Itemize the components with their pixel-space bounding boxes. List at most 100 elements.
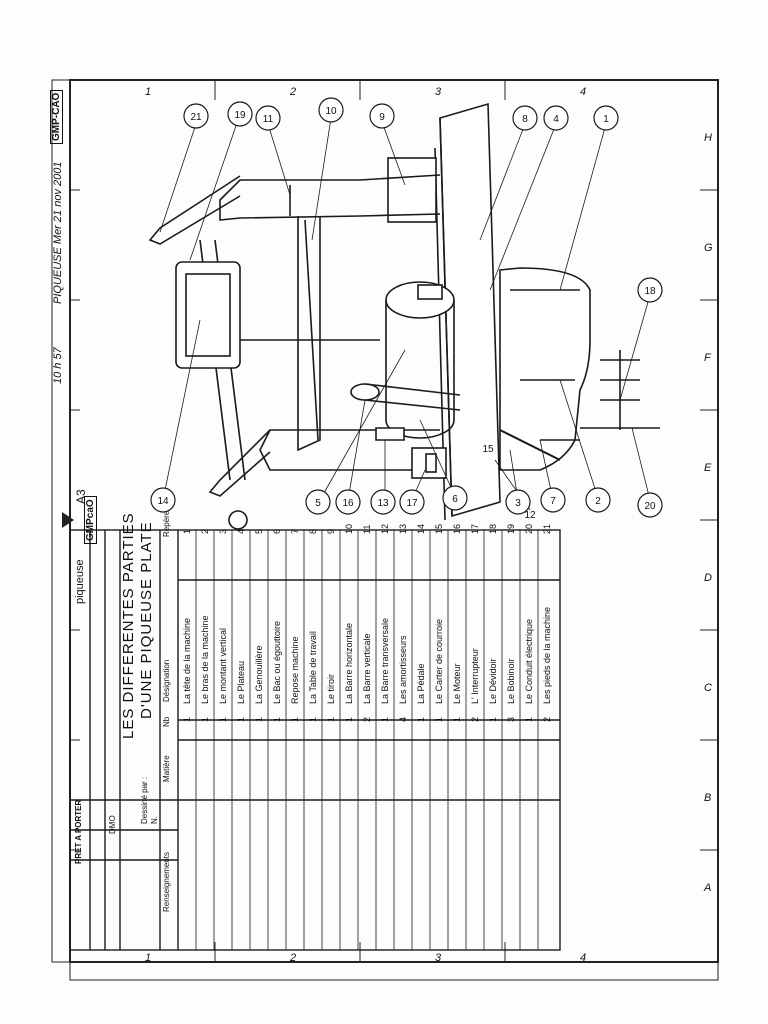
row-repere: 15: [434, 523, 444, 534]
row-nb: 1: [200, 716, 210, 722]
date-label: DMO: [108, 815, 117, 834]
row-nb: 1: [452, 716, 462, 722]
row-designation: Repose machine: [290, 636, 300, 704]
callout-4: [543, 105, 569, 131]
file-time: 10 h 57: [52, 347, 64, 384]
row-nb: 1: [488, 716, 498, 722]
svg-text:19: 19: [234, 110, 246, 121]
callout-18: [637, 277, 663, 303]
row-repere: 8: [308, 528, 318, 534]
pedal: [375, 427, 405, 441]
header-nb: Nb: [162, 716, 171, 727]
header-renseignements: Renseignements: [162, 851, 171, 912]
grid-column-label: 3: [435, 952, 442, 964]
svg-text:9: 9: [379, 112, 385, 123]
row-designation: Le Plateau: [236, 660, 246, 704]
svg-text:2: 2: [595, 496, 601, 507]
grid-row-label: F: [704, 352, 711, 364]
row-repere: 17: [470, 523, 480, 534]
row-repere: 18: [488, 523, 498, 534]
row-repere: 7: [290, 528, 300, 534]
row-repere: 5: [254, 528, 264, 534]
grid-column-label: 2: [290, 952, 297, 964]
svg-text:13: 13: [377, 498, 389, 509]
callout-14: [150, 487, 176, 513]
callout-8: [512, 105, 538, 131]
row-nb: 1: [218, 716, 228, 722]
parts-table-header: Repère Désignation Nb Matière Renseignem…: [162, 511, 176, 932]
row-nb: 2: [362, 716, 372, 722]
row-nb: 1: [272, 716, 282, 722]
callout-19: [227, 101, 253, 127]
callout-6: [442, 485, 468, 511]
callout-21: [183, 103, 209, 129]
format-label: A3: [74, 489, 88, 504]
grid-row-label: C: [704, 682, 712, 694]
drawn-by-value: N.: [150, 816, 159, 824]
callout-20: [637, 492, 663, 518]
grid-column-label: 1: [145, 952, 152, 964]
callout-bubbles: [150, 97, 663, 518]
switch: [411, 447, 447, 479]
row-designation: Le Bobinoir: [506, 658, 516, 704]
row-designation: La Pédale: [416, 663, 426, 704]
row-designation: Le Moteur: [452, 663, 462, 704]
row-designation: La Table de travail: [308, 631, 318, 704]
row-repere: 2: [200, 528, 210, 534]
row-nb: 1: [380, 716, 390, 722]
row-repere: 19: [506, 523, 516, 534]
row-nb: 1: [344, 716, 354, 722]
svg-text:8: 8: [522, 114, 528, 125]
table-row: 5 La Genouillère 1: [252, 512, 268, 932]
grid-row-label: H: [704, 132, 712, 144]
svg-text:20: 20: [644, 501, 656, 512]
svg-text:5: 5: [315, 498, 321, 509]
drawing-name: piqueuse: [74, 559, 86, 604]
callout-1: [593, 105, 619, 131]
row-designation: Les pieds de la machine: [542, 606, 552, 704]
svg-text:18: 18: [644, 286, 656, 297]
callout-13: [370, 489, 396, 515]
row-designation: La tête de la machine: [182, 617, 192, 704]
header-matiere: Matière: [162, 755, 171, 782]
grid-row-label: G: [704, 242, 713, 254]
center-mark-icon: [62, 512, 74, 528]
row-designation: Le Carter de courroie: [434, 618, 444, 704]
machine-head: [499, 267, 591, 471]
svg-text:7: 7: [550, 496, 556, 507]
row-nb: 1: [254, 716, 264, 722]
svg-text:10: 10: [325, 106, 337, 117]
title-block-frame: [69, 529, 561, 951]
parts-table-rows: [195, 530, 539, 950]
row-nb: 1: [416, 716, 426, 722]
svg-text:15: 15: [482, 444, 494, 455]
row-nb: 1: [290, 716, 300, 722]
row-designation: La Genouillère: [254, 645, 264, 704]
svg-text:21: 21: [190, 112, 202, 123]
row-repere: 9: [326, 528, 336, 534]
svg-text:6: 6: [452, 494, 458, 505]
grid-row-label: D: [704, 572, 712, 584]
row-designation: La Barre verticale: [362, 633, 372, 704]
row-repere: 21: [542, 523, 552, 534]
row-nb: 1: [236, 716, 246, 722]
svg-text:11: 11: [263, 114, 274, 125]
sewing-machine-illustration: [148, 102, 660, 530]
grid-column-label: 3: [435, 86, 442, 98]
bottom-margin-strip: [69, 961, 719, 981]
